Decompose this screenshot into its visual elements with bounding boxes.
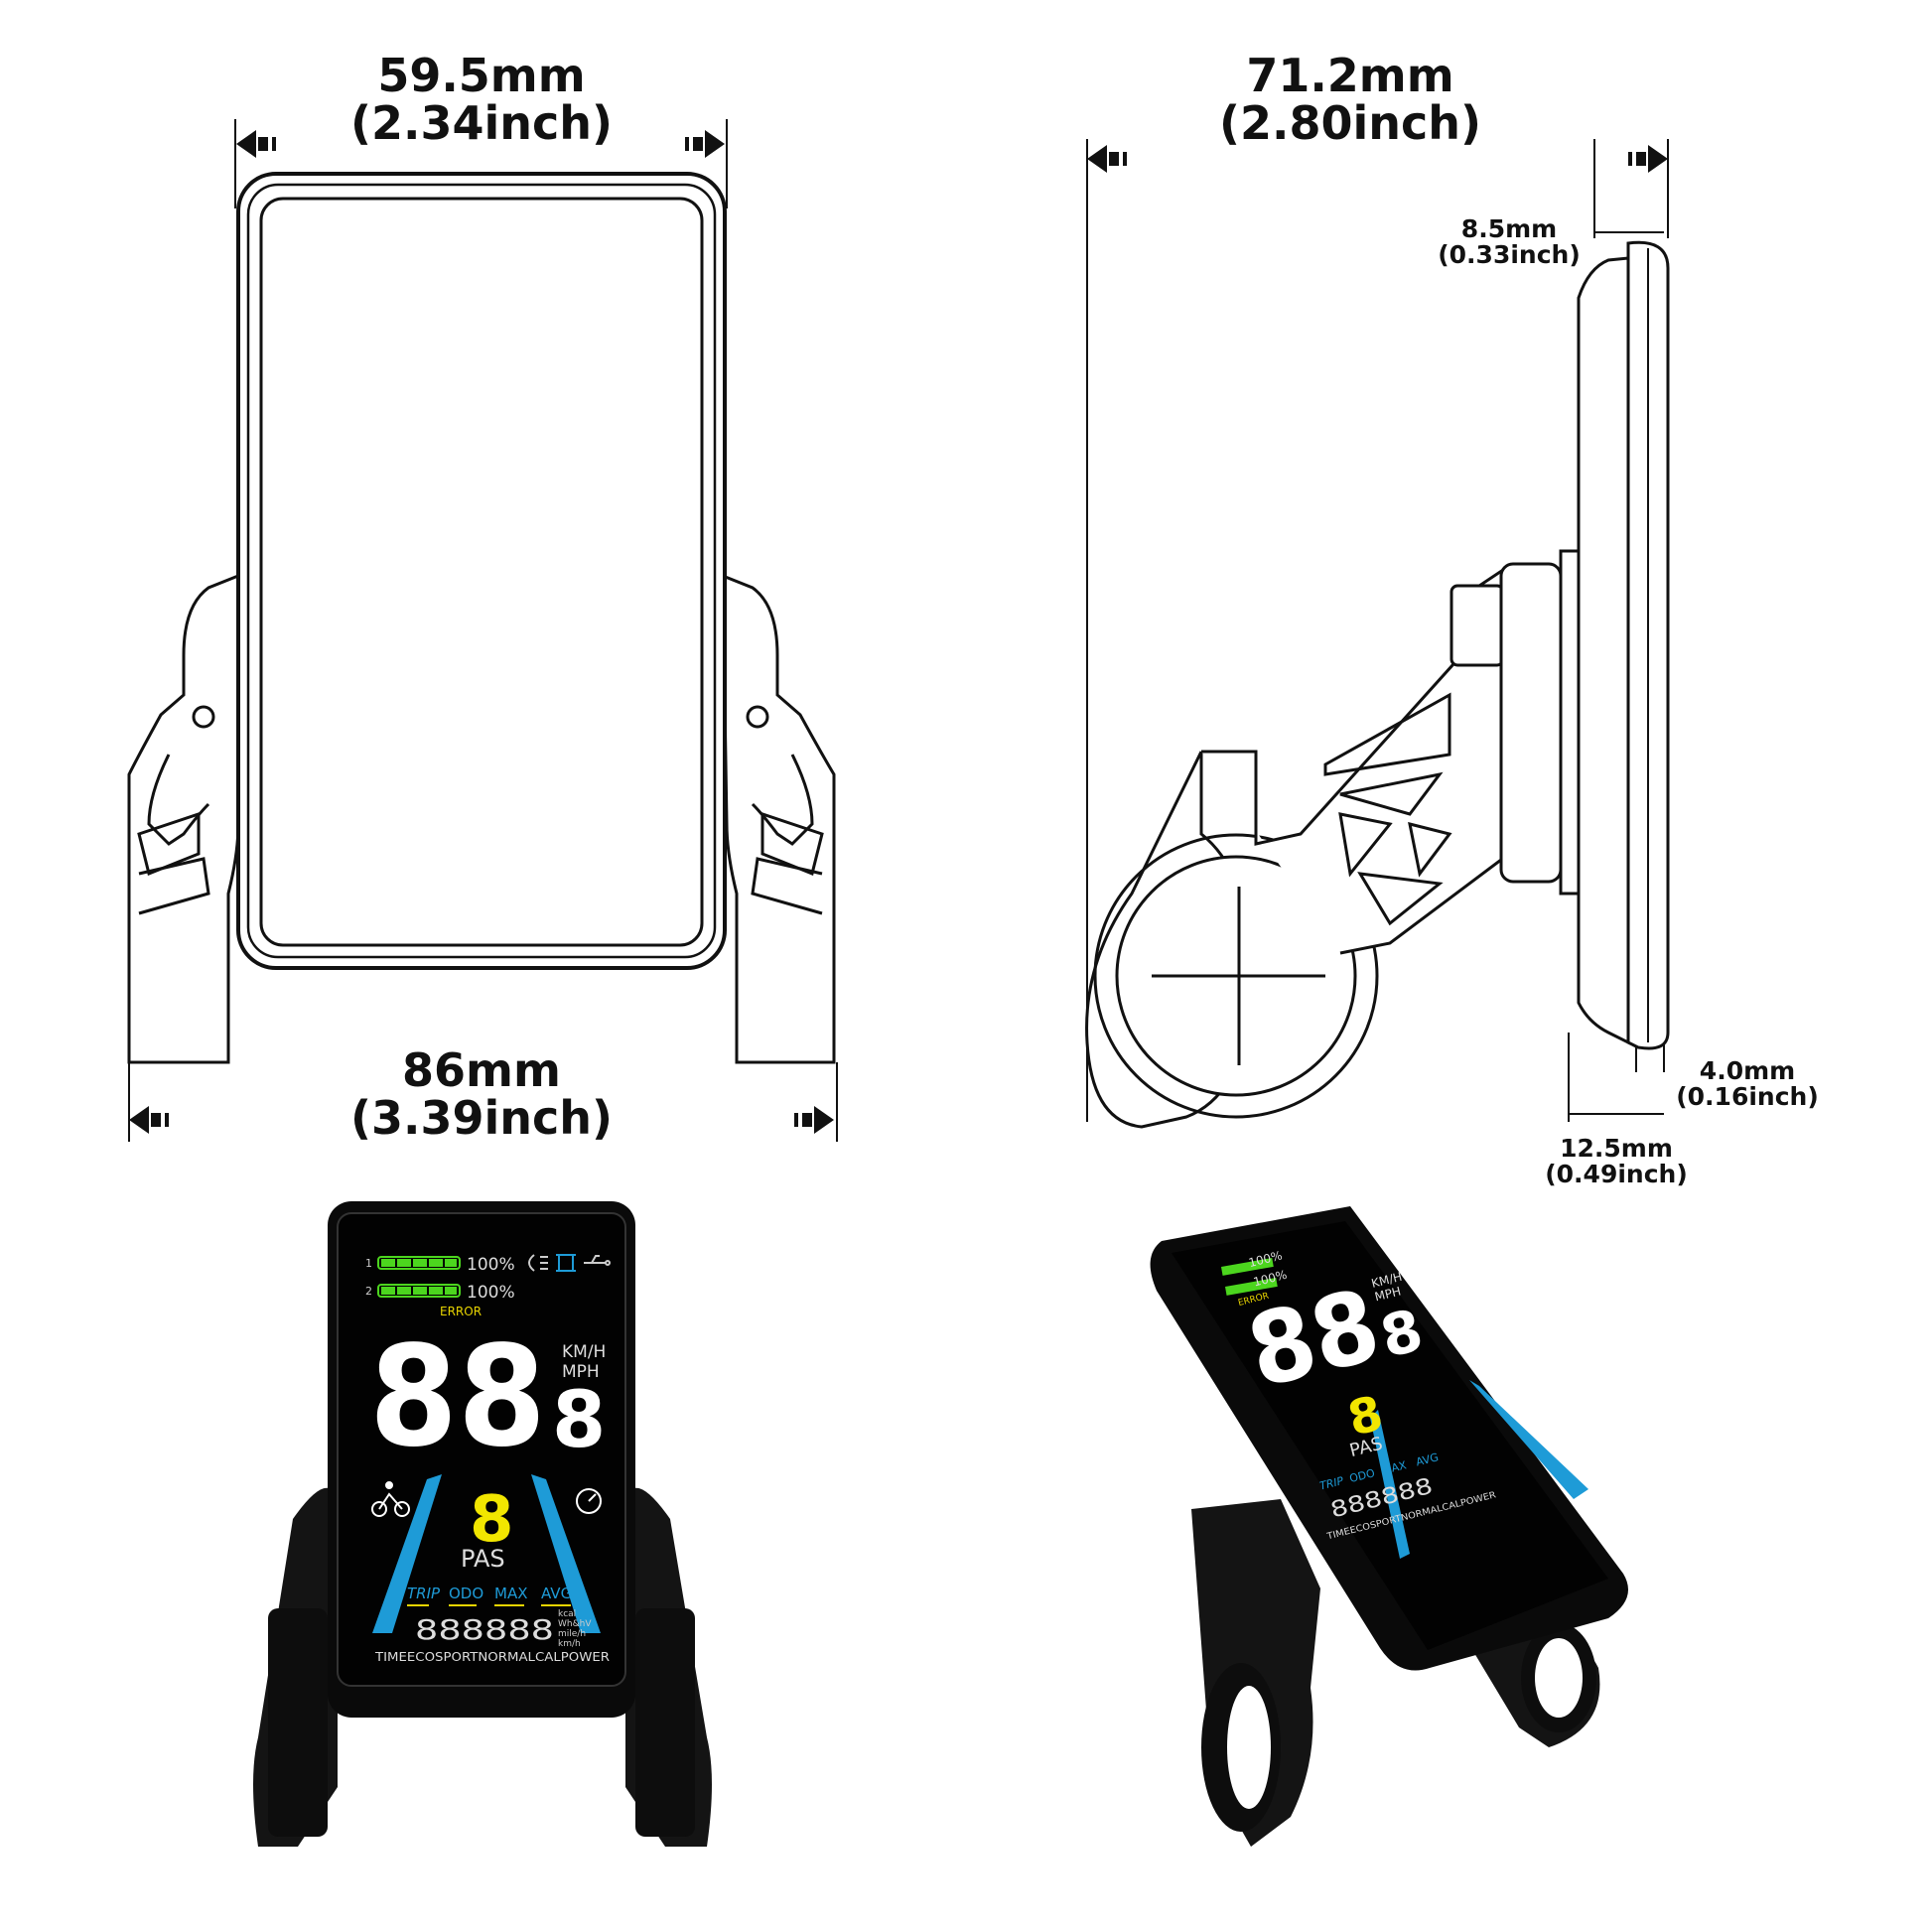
usb-icon [584,1255,611,1266]
dimension-inch: (0.16inch) [1676,1082,1819,1112]
speedometer-icon [576,1488,602,1514]
speed-band-left [372,1474,442,1633]
headlight-icon [528,1254,548,1272]
dimension-screen-thickness: 4.0mm (0.16inch) [1668,1056,1827,1112]
battery-gauge-2 [377,1284,461,1298]
arrow-right-icon [685,130,725,158]
front-photo [253,1201,712,1847]
dimension-side-thickness: 8.5mm (0.33inch) [1430,214,1588,270]
dimension-front-width: 59.5mm (2.34inch) [333,52,630,148]
battery-gauge-1 [377,1256,461,1270]
side-view-drawing [1085,139,1670,1129]
dimension-mm: 8.5mm [1460,214,1558,243]
dimension-mount-width: 86mm (3.39inch) [333,1046,630,1143]
front-view-drawing [127,119,838,1142]
arrow-right-icon [794,1106,834,1134]
dimension-inch: (2.34inch) [349,96,614,151]
cruise-icon [556,1254,576,1272]
arrow-left-icon [129,1106,169,1134]
dimension-side-depth: 71.2mm (2.80inch) [1191,52,1509,148]
cyclist-icon [371,1481,410,1517]
arrow-left-icon [1087,145,1127,173]
dimension-mm: 12.5mm [1560,1134,1673,1163]
dimension-inch: (3.39inch) [349,1091,614,1146]
dimension-inch: (0.33inch) [1438,240,1581,270]
dimension-mm: 59.5mm [377,49,586,102]
dimension-mm: 71.2mm [1246,49,1454,102]
dimension-inch: (2.80inch) [1218,96,1482,151]
speed-band-right [1469,1380,1588,1499]
dimension-mm: 86mm [402,1043,561,1097]
speed-band-left [1370,1410,1410,1559]
arrow-right-icon [1628,145,1668,173]
dimension-base-thickness: 12.5mm (0.49inch) [1537,1134,1696,1189]
dimension-inch: (0.49inch) [1545,1160,1688,1189]
angled-photo [1150,1206,1628,1847]
dimension-mm: 4.0mm [1699,1056,1796,1085]
speed-band-right [531,1474,601,1633]
arrow-left-icon [236,130,276,158]
